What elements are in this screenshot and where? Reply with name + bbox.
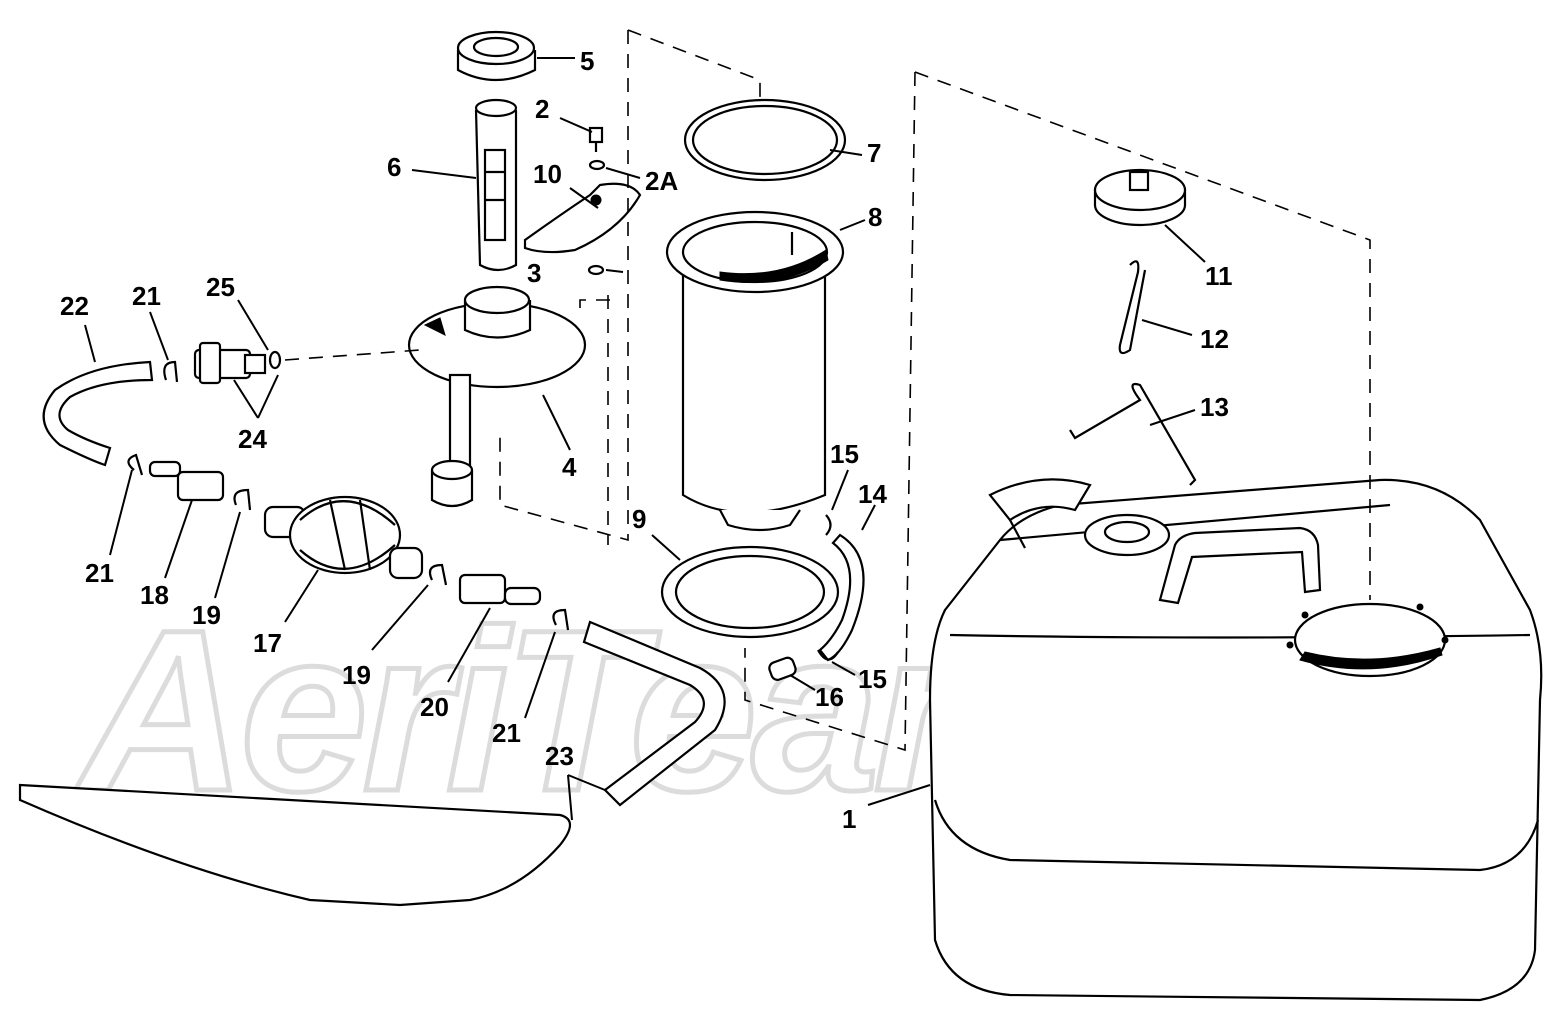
callout-21-left: 21 — [85, 558, 114, 588]
washer-3 — [587, 264, 605, 276]
fuel-tank — [928, 478, 1543, 1002]
callout-9: 9 — [632, 504, 646, 534]
clamp-19-right — [428, 563, 448, 586]
gasket-top — [683, 98, 847, 182]
retaining-clip — [1118, 260, 1147, 355]
mounting-bracket — [523, 182, 642, 254]
callout-17: 17 — [253, 628, 282, 658]
callout-22: 22 — [60, 291, 89, 321]
callout-3: 3 — [527, 258, 541, 288]
barb-fitting-20 — [458, 573, 542, 606]
callout-6: 6 — [387, 152, 401, 182]
callout-19-right: 19 — [342, 660, 371, 690]
callout-15-top: 15 — [830, 439, 859, 469]
callout-16: 16 — [815, 682, 844, 712]
callout-23: 23 — [545, 741, 574, 771]
callout-19-left: 19 — [192, 600, 221, 630]
callout-2: 2 — [535, 94, 549, 124]
tank-connector — [193, 341, 267, 385]
callout-1: 1 — [842, 804, 856, 834]
callout-7: 7 — [867, 138, 881, 168]
clamp-19-left — [233, 488, 252, 511]
vent-hose — [818, 533, 865, 662]
callout-24: 24 — [238, 424, 267, 454]
callout-labels: 1 2 2A 3 4 5 6 7 8 9 10 11 12 13 14 15 1… — [60, 46, 1233, 834]
screw — [588, 126, 604, 152]
clamp-21-top — [163, 360, 179, 383]
callout-4: 4 — [562, 452, 577, 482]
check-valve — [768, 656, 797, 681]
tether-wire — [1069, 382, 1197, 486]
fuel-line-short — [42, 360, 154, 467]
leader-lines — [84, 57, 1206, 821]
callout-15-bottom: 15 — [858, 664, 887, 694]
primer-bulb — [263, 495, 424, 580]
clamp-21-left — [127, 453, 144, 476]
callout-2a: 2A — [645, 166, 678, 196]
filler-cap — [456, 30, 537, 82]
callout-12: 12 — [1200, 324, 1229, 354]
tank-vent-cap — [1093, 168, 1187, 227]
callout-20: 20 — [420, 692, 449, 722]
o-ring — [268, 350, 282, 370]
callout-11: 11 — [1205, 261, 1233, 291]
callout-10: 10 — [533, 159, 562, 189]
fuel-line-outboard — [18, 783, 572, 907]
callout-21-top: 21 — [132, 281, 161, 311]
fuel-line-long — [582, 620, 726, 807]
gasket-bottom — [660, 545, 840, 639]
hose-clamp-upper — [825, 514, 832, 536]
clamp-21-right — [552, 608, 570, 631]
pickup-cylinder — [665, 210, 845, 532]
callout-25: 25 — [206, 272, 235, 302]
callout-21-right: 21 — [492, 718, 521, 748]
barb-fitting-18 — [148, 460, 225, 502]
fuel-gauge-tube — [474, 98, 518, 272]
assembly-lines — [284, 29, 1371, 752]
callout-5: 5 — [580, 46, 594, 76]
fuel-pickup-base — [407, 285, 587, 508]
callout-13: 13 — [1200, 392, 1229, 422]
hose-clamp-lower — [817, 649, 839, 661]
washer-2a — [588, 159, 606, 171]
callout-8: 8 — [868, 202, 882, 232]
callout-14: 14 — [858, 479, 887, 509]
callout-18: 18 — [140, 580, 169, 610]
